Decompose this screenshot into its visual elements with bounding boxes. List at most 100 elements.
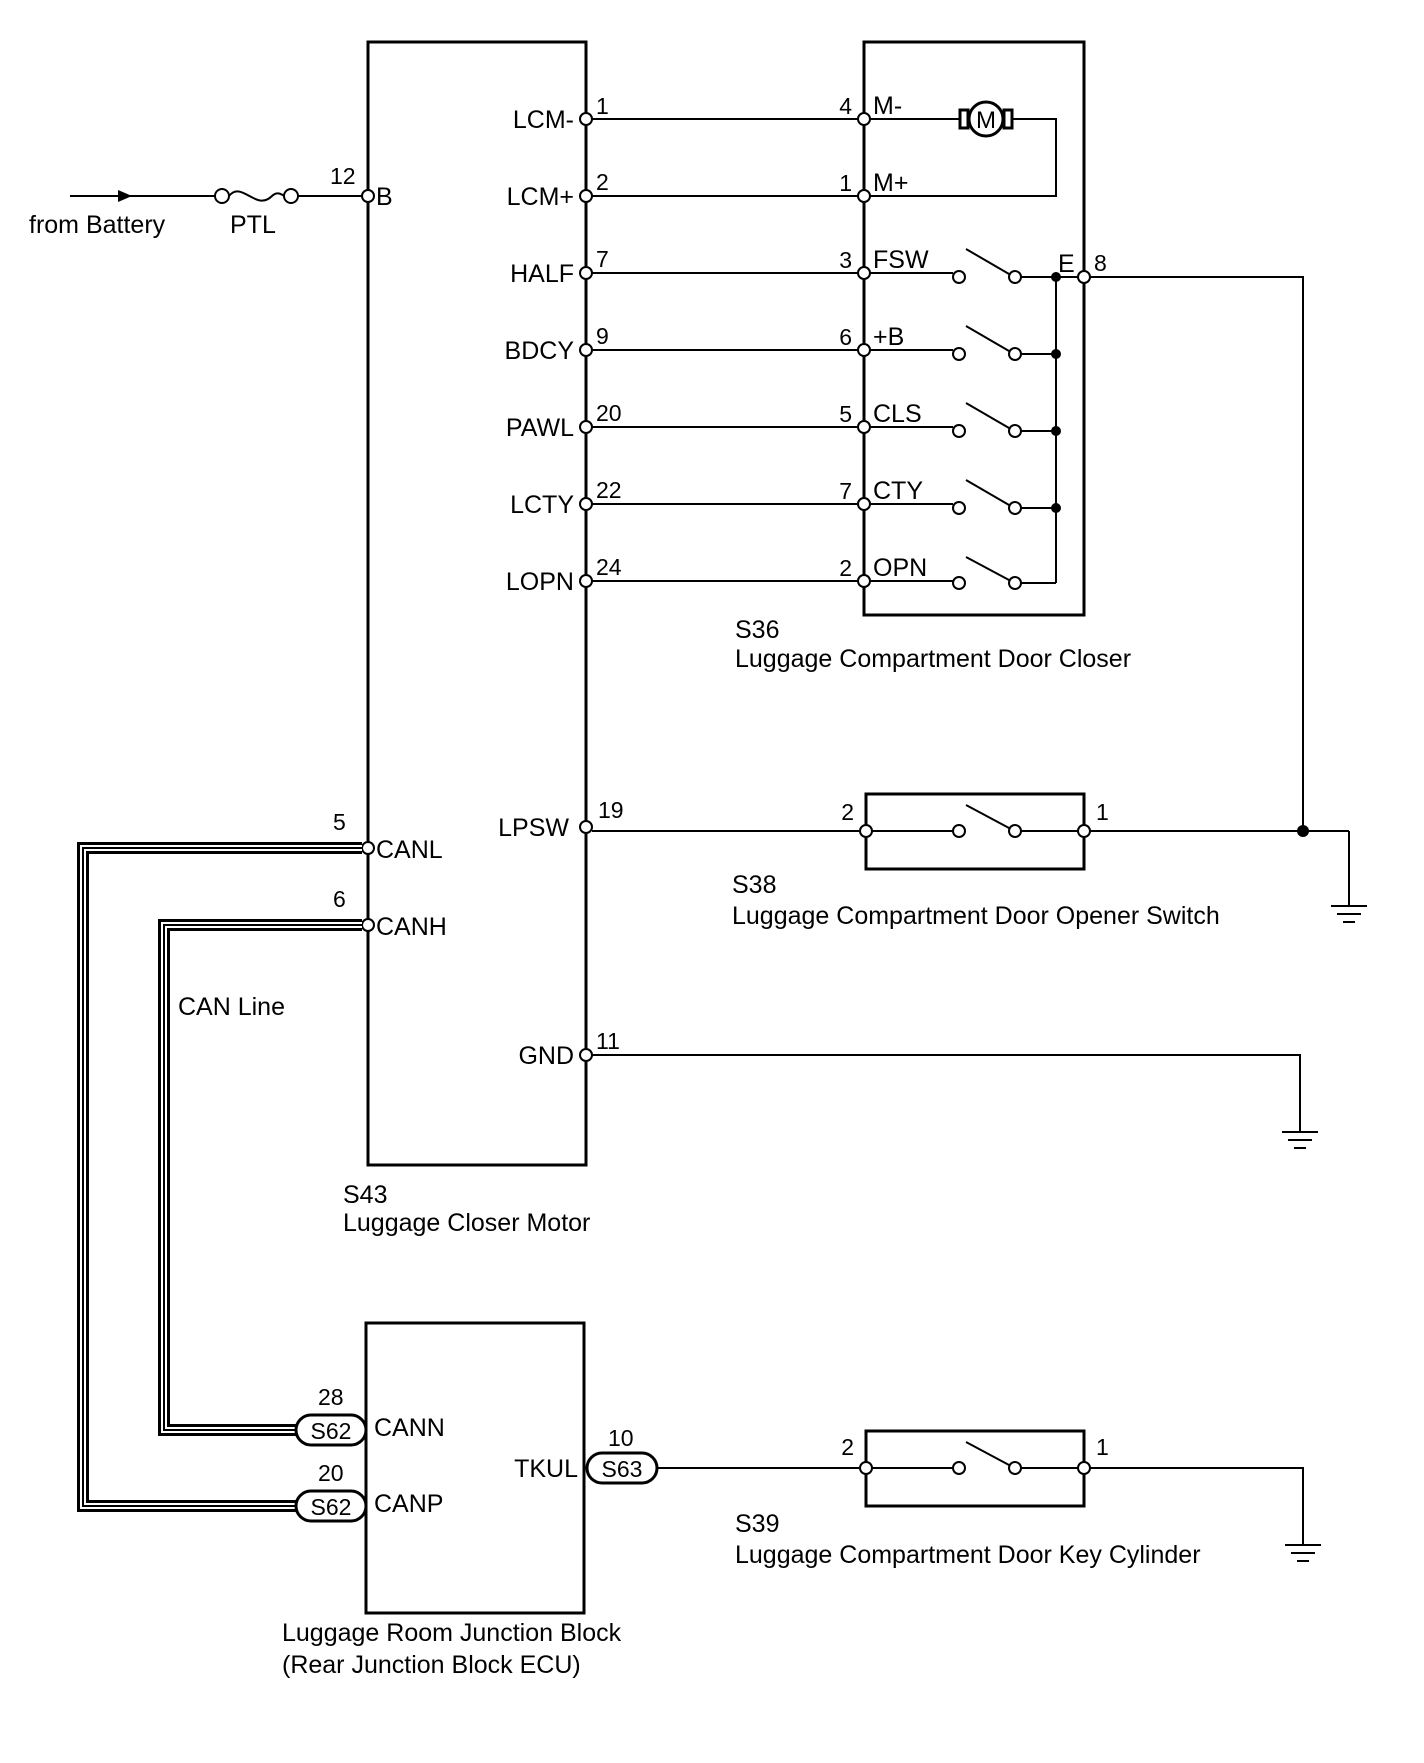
key-cylinder-terminal-2 bbox=[859, 1461, 873, 1475]
switch-contact bbox=[952, 824, 966, 838]
opener-switch-terminal-2 bbox=[859, 824, 873, 838]
pin-label-lcty: LCTY bbox=[510, 491, 574, 519]
opener-switch-terminal-1 bbox=[1077, 824, 1091, 838]
pin-number: 9 bbox=[596, 323, 609, 349]
pin-label-m-minus: M- bbox=[873, 92, 902, 120]
terminal-canh bbox=[361, 918, 375, 932]
door-closer-code: S36 bbox=[735, 616, 779, 644]
switch-contact bbox=[1008, 424, 1022, 438]
junction-block-box bbox=[364, 1321, 586, 1615]
pin-number: 11 bbox=[596, 1028, 620, 1054]
gnd-wire bbox=[592, 1054, 1301, 1132]
pin-number: 5 bbox=[839, 401, 852, 427]
key-cylinder: 2 1 S39 Luggage Compartment Door Key Cyl… bbox=[657, 1429, 1304, 1569]
can-line-label: CAN Line bbox=[178, 993, 285, 1021]
junction-block: Luggage Room Junction Block (Rear Juncti… bbox=[282, 1321, 659, 1679]
pin-label-pawl: PAWL bbox=[506, 414, 574, 442]
fuse-icon bbox=[228, 190, 286, 202]
pin-number: 20 bbox=[318, 1460, 344, 1486]
ground-icon bbox=[1282, 1131, 1318, 1149]
switch-contact bbox=[952, 424, 966, 438]
from-battery-label: from Battery bbox=[29, 211, 166, 239]
motor-brush-left bbox=[958, 108, 970, 130]
switch-contact bbox=[952, 576, 966, 590]
pin-label-fsw: FSW bbox=[873, 246, 929, 274]
pin-label-half: HALF bbox=[510, 260, 574, 288]
door-closer-name: Luggage Compartment Door Closer bbox=[735, 645, 1131, 673]
pin-label-gnd: GND bbox=[518, 1042, 574, 1070]
pin-number: 22 bbox=[596, 477, 622, 503]
pin-label-lpsw: LPSW bbox=[498, 814, 569, 842]
terminal-canl bbox=[361, 841, 375, 855]
pin-label-canp: CANP bbox=[374, 1490, 443, 1518]
pin-number: 5 bbox=[333, 809, 346, 835]
closer-motor-name: Luggage Closer Motor bbox=[343, 1209, 590, 1237]
pin-label-opn: OPN bbox=[873, 554, 927, 582]
pin-number: 1 bbox=[596, 93, 609, 119]
terminal-b bbox=[361, 189, 375, 203]
ground-icon bbox=[1285, 1544, 1321, 1562]
pin-label-cls: CLS bbox=[873, 400, 922, 428]
pin-number: 24 bbox=[596, 554, 622, 580]
pin-number: 20 bbox=[596, 400, 622, 426]
pin-label-cty: CTY bbox=[873, 477, 923, 505]
switch-contact bbox=[952, 1461, 966, 1475]
pin-number: 2 bbox=[839, 555, 852, 581]
connector-s62-canp bbox=[294, 1489, 368, 1523]
motor-brush-right bbox=[1002, 108, 1014, 130]
connector-code: S62 bbox=[311, 1418, 352, 1444]
closer-switches bbox=[870, 248, 1056, 590]
terminal-e bbox=[1077, 270, 1091, 284]
switch-contact bbox=[1008, 576, 1022, 590]
pin-number: 1 bbox=[1096, 1434, 1109, 1460]
closer-motor-ecu: S43 Luggage Closer Motor B 12 LCM-1 LCM+… bbox=[330, 40, 624, 1237]
pin-number: 2 bbox=[596, 169, 609, 195]
key-cylinder-code: S39 bbox=[735, 1510, 779, 1538]
switch-contact bbox=[1008, 1461, 1022, 1475]
pin-label-canh: CANH bbox=[376, 913, 447, 941]
battery-feed: from Battery PTL bbox=[29, 188, 368, 239]
opener-switch: 2 1 S38 Luggage Compartment Door Opener … bbox=[592, 792, 1349, 930]
fuse-terminal-left bbox=[214, 188, 230, 204]
pin-number: 19 bbox=[598, 797, 624, 823]
key-cylinder-terminal-1 bbox=[1077, 1461, 1091, 1475]
connector-s62-cann bbox=[294, 1413, 368, 1447]
terminal-e-pin: 8 bbox=[1094, 250, 1107, 276]
pin-label-tkul: TKUL bbox=[514, 1455, 578, 1483]
closer-motor-code: S43 bbox=[343, 1181, 387, 1209]
junction-block-name-2: (Rear Junction Block ECU) bbox=[282, 1651, 581, 1679]
terminal-e-label: E bbox=[1058, 250, 1075, 278]
motor-symbol: M bbox=[976, 107, 996, 134]
arrow-icon bbox=[118, 190, 132, 202]
pin-label-m-plus: M+ bbox=[873, 169, 908, 197]
pin-number: 1 bbox=[1096, 799, 1109, 825]
switch-contact bbox=[1008, 824, 1022, 838]
can-line: CAN Line bbox=[77, 842, 362, 1512]
pin-label-lopn: LOPN bbox=[506, 568, 574, 596]
connector-code: S63 bbox=[602, 1456, 643, 1482]
pin-number: 10 bbox=[608, 1425, 634, 1451]
pin-label-cann: CANN bbox=[374, 1414, 445, 1442]
pin-number: 1 bbox=[839, 170, 852, 196]
junction-block-name-1: Luggage Room Junction Block bbox=[282, 1619, 622, 1647]
pin-number: 4 bbox=[839, 93, 852, 119]
fuse-label: PTL bbox=[230, 211, 276, 239]
pin-number: 2 bbox=[841, 799, 854, 825]
switch-contact bbox=[1008, 347, 1022, 361]
pin-number: 6 bbox=[839, 324, 852, 350]
pin-label-lcm-plus: LCM+ bbox=[507, 183, 574, 211]
opener-switch-code: S38 bbox=[732, 871, 776, 899]
pin-label-canl: CANL bbox=[376, 836, 443, 864]
switch-contact bbox=[1008, 501, 1022, 515]
terminal-b-label: B bbox=[376, 183, 393, 211]
switch-contact bbox=[1008, 270, 1022, 284]
pin-number: 28 bbox=[318, 1384, 344, 1410]
pin-number: 6 bbox=[333, 886, 346, 912]
closer-ground-wire bbox=[1090, 276, 1304, 831]
pin-label-bdcy: BDCY bbox=[505, 337, 575, 365]
pin-number: 3 bbox=[839, 247, 852, 273]
switch-contact bbox=[952, 347, 966, 361]
ground-icon bbox=[1331, 831, 1367, 923]
